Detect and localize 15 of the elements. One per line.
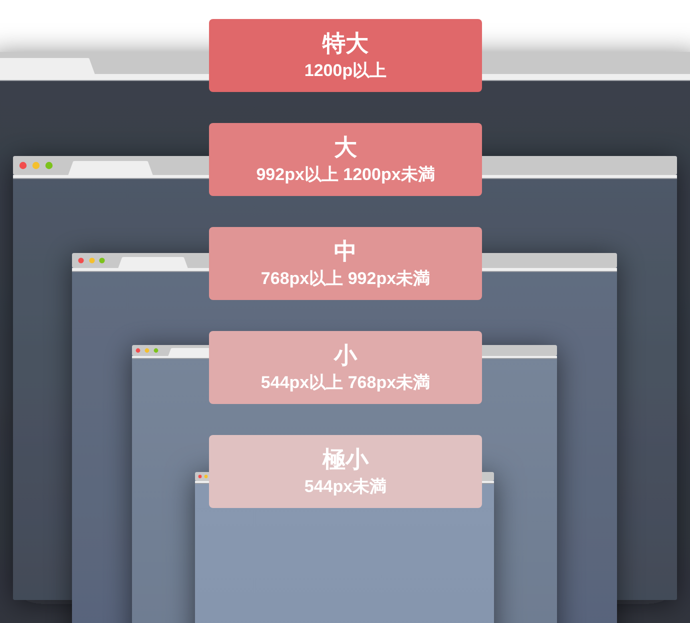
size-label: 極小 — [322, 445, 368, 473]
breakpoint-card — [209, 331, 482, 404]
breakpoint-range: 544px以上 768px未満 — [260, 372, 430, 394]
breakpoint-card — [209, 227, 482, 300]
size-label: 中 — [334, 237, 357, 265]
size-label: 小 — [334, 341, 357, 369]
size-label: 大 — [334, 133, 357, 161]
breakpoint-range: 768px以上 992px未満 — [260, 268, 430, 290]
breakpoint-range: 1200p以上 — [304, 60, 387, 82]
breakpoint-range: 992px以上 1200px未満 — [256, 164, 435, 186]
breakpoint-card — [209, 19, 482, 92]
size-label: 特大 — [322, 29, 368, 57]
breakpoint-range: 544px未満 — [304, 476, 387, 498]
breakpoint-card — [209, 435, 482, 508]
breakpoint-card — [209, 123, 482, 196]
